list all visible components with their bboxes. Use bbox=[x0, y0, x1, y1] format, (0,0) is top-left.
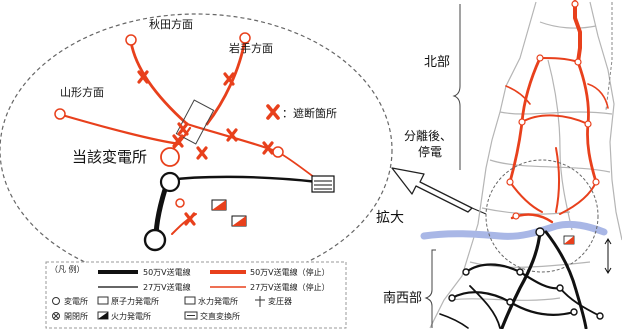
label-iwate: 岩手方面 bbox=[229, 41, 273, 55]
legend-275-in-service: 27万V送電線 bbox=[143, 282, 191, 292]
north-loop-west bbox=[505, 85, 531, 105]
north-branch-3 bbox=[555, 147, 560, 213]
after-split-label-2: 停電 bbox=[418, 144, 442, 159]
sw-loop-1 bbox=[464, 263, 562, 290]
pref-border-2 bbox=[489, 159, 611, 173]
sw-loop-4 bbox=[559, 287, 601, 317]
station-iwate bbox=[239, 32, 251, 44]
x-mark-icon bbox=[226, 128, 238, 142]
legend-thermal: 火力発電所 bbox=[111, 311, 151, 321]
north-brace bbox=[452, 4, 461, 170]
cut-marks bbox=[137, 70, 274, 226]
region-map bbox=[420, 0, 622, 329]
label-akita: 秋田方面 bbox=[149, 17, 193, 31]
line-275-east bbox=[168, 175, 320, 184]
thermal-plant-icon bbox=[97, 311, 109, 320]
sw-loop-3 bbox=[469, 285, 501, 329]
thermal-plant-icon bbox=[563, 235, 575, 245]
x-mark-icon bbox=[262, 141, 274, 155]
x-mark-icon bbox=[177, 122, 189, 136]
legend-500-stopped: 50万V送電線（停止） bbox=[250, 267, 330, 277]
x-mark-icon bbox=[223, 72, 235, 86]
southwest-label: 南西部 bbox=[383, 290, 422, 306]
station-target bbox=[160, 147, 180, 167]
coast-east bbox=[589, 1, 622, 241]
substation-icon bbox=[52, 297, 60, 305]
southwest-brace bbox=[424, 249, 436, 328]
legend-switching: 開閉所 bbox=[64, 311, 88, 321]
stations bbox=[54, 32, 284, 252]
cropped-title bbox=[0, 0, 214, 4]
hydro-plant-icon bbox=[184, 296, 196, 305]
after-split-label-1: 分離後、 bbox=[404, 129, 452, 143]
ac-dc-icon bbox=[184, 311, 198, 320]
stopped-lines bbox=[60, 37, 319, 235]
pref-border-3 bbox=[547, 59, 573, 231]
sw-trunk-2 bbox=[544, 230, 588, 329]
north-label: 北部 bbox=[424, 55, 450, 70]
legend-500-in-service: 50万V送電線 bbox=[143, 267, 191, 277]
thermal-plant-icon bbox=[211, 199, 247, 227]
map-stations-black bbox=[448, 227, 604, 320]
label-substation: 当該変電所 bbox=[72, 148, 147, 166]
double-arrow-icon bbox=[604, 238, 612, 274]
zoom-panel: ：遮断箇所 秋田方面 岩手方面 山形方面 当該変電所 bbox=[0, 13, 393, 287]
pref-border-5 bbox=[539, 21, 597, 29]
line-to-akita bbox=[129, 40, 189, 126]
river bbox=[420, 220, 608, 240]
x-mark-icon bbox=[137, 70, 149, 84]
map-zoom-circle bbox=[485, 159, 599, 273]
north-branch-2 bbox=[559, 181, 597, 215]
legend-275-stopped: 27万V送電線（停止） bbox=[250, 282, 330, 292]
legend-substation: 変電所 bbox=[64, 296, 88, 306]
switch-box bbox=[175, 99, 215, 145]
region-boundary bbox=[605, 2, 613, 111]
arrow-leader bbox=[471, 207, 487, 215]
ac-dc-converter-icon bbox=[311, 175, 335, 193]
north-branch-1 bbox=[509, 181, 543, 213]
x-mark-icon bbox=[184, 212, 196, 226]
pref-border-7 bbox=[451, 297, 561, 301]
map-stations-red bbox=[506, 0, 600, 220]
legend-title: （凡 例） bbox=[50, 264, 85, 274]
legend-transformer: 変圧器 bbox=[268, 296, 292, 306]
station-yamagata bbox=[54, 108, 66, 120]
north-cross-2 bbox=[539, 57, 579, 63]
nuclear-plant-icon bbox=[97, 296, 109, 305]
station-east bbox=[272, 146, 284, 158]
x-mark-icon bbox=[196, 146, 208, 160]
station-mid-south bbox=[175, 198, 185, 208]
expand-label: 拡大 bbox=[376, 210, 404, 226]
outline-arrow-icon bbox=[391, 167, 473, 213]
line-to-yamagata bbox=[60, 113, 182, 146]
north-cross-1 bbox=[521, 114, 589, 125]
legend-ac-dc: 交直変換所 bbox=[200, 311, 240, 321]
line-to-iwate bbox=[205, 37, 247, 126]
cut-point-label: ：遮断箇所 bbox=[282, 106, 337, 120]
sw-loop-5 bbox=[439, 313, 469, 329]
sw-trunk bbox=[500, 230, 542, 329]
station-target-lower bbox=[159, 171, 181, 193]
transformer-icon bbox=[255, 296, 265, 307]
north-loop-east bbox=[587, 83, 609, 109]
station-south bbox=[143, 228, 167, 252]
x-mark-icon bbox=[172, 134, 184, 148]
pref-border-6 bbox=[469, 261, 591, 268]
label-yamagata: 山形方面 bbox=[60, 85, 104, 99]
station-akita bbox=[125, 34, 137, 46]
x-mark-icon bbox=[266, 104, 280, 120]
zoom-ellipse bbox=[0, 13, 393, 287]
switching-station-icon bbox=[52, 312, 60, 320]
region-labels: 北部 分離後、 停電 南西部 bbox=[383, 4, 461, 328]
legend-hydro: 水力発電所 bbox=[198, 296, 238, 306]
pref-border-1 bbox=[499, 111, 613, 115]
legend: （凡 例） 50万V送電線 50万V送電線（停止） 27万V送電線 27万V送電… bbox=[45, 261, 347, 329]
coast-west bbox=[429, 1, 537, 329]
legend-nuclear: 原子力発電所 bbox=[111, 296, 159, 306]
north-trunk bbox=[573, 0, 582, 64]
